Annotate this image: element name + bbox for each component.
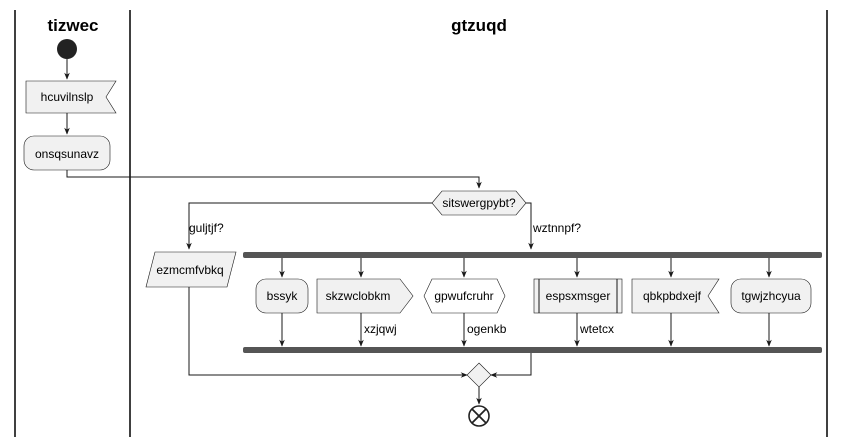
receive-qbkpbdxejf-label: qbkpbdxejf: [643, 289, 702, 303]
swimlane-title-tizwec: tizwec: [47, 16, 98, 35]
edge-action-decision: [66, 170, 482, 189]
edge-io-merge: [188, 287, 468, 378]
merge-node: [466, 362, 492, 388]
out-label-xzjqwj: xzjqwj: [364, 322, 397, 336]
receive-hcuvilnslp-label: hcuvilnslp: [41, 90, 94, 104]
branch-left-label: guljtjf?: [189, 221, 224, 235]
fork-bar: [243, 252, 822, 258]
start-node: [57, 39, 77, 59]
receive-hcuvilnslp: [25, 80, 117, 114]
out-label-ogenkb: ogenkb: [467, 322, 507, 336]
hexagon-gpwufcruhr: [423, 278, 506, 314]
action-bssyk-label: bssyk: [267, 289, 299, 303]
edge-branch-left: [186, 202, 432, 250]
end-node: [468, 405, 490, 427]
out-label-wtetcx: wtetcx: [579, 322, 614, 336]
io-ezmcmfvbkq: [145, 251, 237, 288]
subprocess-espsxmsger-label: espsxmsger: [546, 289, 611, 303]
action-onsqsunavz-label: onsqsunavz: [35, 147, 99, 161]
send-skzwclobkm-label: skzwclobkm: [326, 289, 391, 303]
hexagon-gpwufcruhr-label: gpwufcruhr: [434, 289, 493, 303]
edge-join-merge: [490, 353, 532, 378]
branch-right-label: wztnnpf?: [532, 221, 581, 235]
subprocess-espsxmsger: [533, 278, 623, 314]
receive-qbkpbdxejf: [631, 278, 720, 314]
send-skzwclobkm: [316, 278, 414, 314]
swimlane-title-gtzuqd: gtzuqd: [451, 16, 507, 35]
edge-branch-right: [526, 202, 534, 250]
io-ezmcmfvbkq-label: ezmcmfvbkq: [156, 263, 223, 277]
decision-sitswergpybt-label: sitswergpybt?: [442, 196, 516, 210]
join-bar: [243, 347, 822, 353]
action-tgwjzhcyua: [730, 278, 812, 314]
action-tgwjzhcyua-label: tgwjzhcyua: [741, 289, 801, 303]
